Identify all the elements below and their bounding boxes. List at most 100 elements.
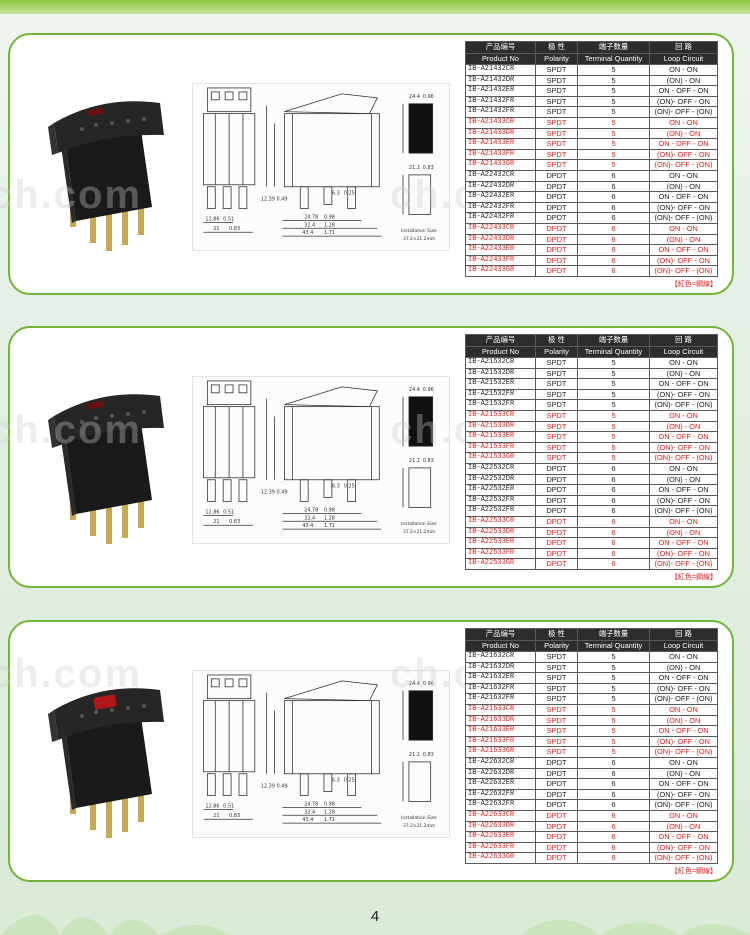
svg-text:0.98: 0.98 (324, 214, 335, 220)
terminal-cell: 6 (577, 799, 650, 811)
table-row: IB-A21632FR SPDT 5 (ON)- OFF - ON (465, 682, 718, 695)
polarity-cell: DPDT (535, 254, 578, 267)
terminal-cell: 5 (577, 420, 650, 433)
loop-cell: (ON)- OFF - ON (649, 788, 718, 801)
loop-cell: (ON)- OFF - ON (649, 682, 718, 695)
svg-text:21.2: 21.2 (409, 458, 420, 464)
loop-cell: (ON) - ON (649, 820, 718, 833)
header-product-cn: 产品编号 (465, 334, 536, 347)
svg-text:12.86: 12.86 (205, 509, 219, 515)
table-row: IB-A22532CR DPDT 6 ON - ON (465, 462, 718, 475)
svg-text:24.4: 24.4 (409, 681, 420, 687)
table-row: IB-A22433GR DPDT 6 (ON)- OFF - (ON) (465, 265, 718, 277)
loop-cell: (ON)- OFF - (ON) (649, 799, 718, 811)
header-loop-cn: 回 路 (649, 334, 718, 347)
polarity-cell: SPDT (535, 672, 578, 684)
product-no-cell: IB-A21532FR (465, 399, 536, 411)
svg-text:1.71: 1.71 (324, 230, 335, 236)
loop-cell: (ON) - ON (649, 661, 718, 674)
terminal-cell: 6 (577, 222, 650, 235)
table-row: IB-A21433DR SPDT 5 (ON) - ON (465, 127, 718, 140)
terminal-cell: 5 (577, 95, 650, 108)
product-no-cell: IB-A21632DR (465, 661, 536, 674)
polarity-cell: SPDT (535, 159, 578, 171)
loop-cell: (ON) - ON (649, 180, 718, 193)
table-row: IB-A21633ER SPDT 5 ON - OFF - ON (465, 725, 718, 737)
polarity-cell: SPDT (535, 74, 578, 87)
terminal-cell: 6 (577, 756, 650, 769)
svg-text:43.4: 43.4 (302, 523, 313, 529)
polarity-cell: DPDT (535, 809, 578, 822)
table-row: IB-A21633FR SPDT 5 (ON)- OFF - ON (465, 735, 718, 748)
loop-cell: (ON)- OFF - ON (649, 95, 718, 108)
svg-text:1.28: 1.28 (324, 809, 335, 815)
polarity-cell: SPDT (535, 357, 578, 369)
polarity-cell: SPDT (535, 725, 578, 737)
table-row: IB-A22632CR DPDT 6 ON - ON (465, 756, 718, 769)
product-no-cell: IB-A22533DR (465, 526, 536, 539)
table-row: IB-A22632FR DPDT 6 (ON)- OFF - ON (465, 788, 718, 801)
product-no-cell: IB-A21433GR (465, 159, 536, 171)
loop-cell: ON - OFF - ON (649, 244, 718, 256)
table-row: IB-A22532DR DPDT 6 (ON) - ON (465, 473, 718, 486)
polarity-cell: DPDT (535, 244, 578, 256)
loop-cell: ON - OFF - ON (649, 85, 718, 97)
header-loop-en: Loop Circuit (649, 52, 718, 65)
terminal-cell: 6 (577, 462, 650, 475)
svg-text:12.86: 12.86 (205, 216, 219, 222)
svg-text:32.4: 32.4 (304, 515, 315, 521)
rocker-switch-image (48, 688, 164, 838)
terminal-cell: 6 (577, 841, 650, 854)
table-row: IB-A21533DR SPDT 5 (ON) - ON (465, 420, 718, 433)
red-note: 【紅色=鋼線】 (670, 281, 717, 288)
product-no-cell: IB-A21633DR (465, 714, 536, 727)
product-no-cell: IB-A21433DR (465, 127, 536, 140)
product-no-cell: IB-A22432ER (465, 191, 536, 203)
terminal-cell: 6 (577, 778, 650, 790)
terminal-cell: 6 (577, 484, 650, 496)
header-row-cn: 产品编号 极 性 端子数量 回 路 (465, 334, 718, 347)
product-no-cell: IB-A21633FR (465, 735, 536, 748)
terminal-cell: 5 (577, 735, 650, 748)
loop-cell: (ON)- OFF - (ON) (649, 852, 718, 864)
loop-cell: ON - ON (649, 462, 718, 475)
loop-cell: ON - OFF - ON (649, 138, 718, 150)
terminal-cell: 6 (577, 169, 650, 182)
polarity-cell: SPDT (535, 714, 578, 727)
table-row: IB-A22633CR DPDT 6 ON - ON (465, 809, 718, 822)
loop-cell: (ON)- OFF - (ON) (649, 265, 718, 277)
table-row: IB-A22432DR DPDT 6 (ON) - ON (465, 180, 718, 193)
terminal-cell: 5 (577, 357, 650, 369)
product-no-cell: IB-A21532FR (465, 388, 536, 401)
spec-table: 产品编号 极 性 端子数量 回 路 Product No Polarity Te… (465, 41, 718, 277)
table-row: IB-A21533GR SPDT 5 (ON)- OFF - (ON) (465, 452, 718, 464)
table-row: IB-A21633CR SPDT 5 ON - ON (465, 703, 718, 716)
terminal-cell: 5 (577, 367, 650, 380)
header-terminal-en: Terminal Quantity (577, 345, 650, 358)
svg-text:6.3: 6.3 (332, 778, 340, 784)
loop-cell: (ON)- OFF - (ON) (649, 558, 718, 570)
terminal-cell: 5 (577, 64, 650, 76)
svg-text:1.71: 1.71 (324, 817, 335, 823)
polarity-cell: DPDT (535, 767, 578, 780)
polarity-cell: SPDT (535, 138, 578, 150)
header-terminal-cn: 端子数量 (577, 628, 650, 641)
table-row: IB-A22533FR DPDT 6 (ON)- OFF - ON (465, 547, 718, 560)
table-row: IB-A22633DR DPDT 6 (ON) - ON (465, 820, 718, 833)
red-note: 【紅色=鋼線】 (670, 574, 717, 581)
svg-text:0.83: 0.83 (229, 813, 240, 819)
table-row: IB-A21633DR SPDT 5 (ON) - ON (465, 714, 718, 727)
table-row: IB-A21433FR SPDT 5 (ON)- OFF - ON (465, 148, 718, 161)
terminal-cell: 6 (577, 809, 650, 822)
svg-text:43.4: 43.4 (302, 817, 313, 823)
terminal-cell: 5 (577, 714, 650, 727)
table-row: IB-A22533DR DPDT 6 (ON) - ON (465, 526, 718, 539)
table-row: IB-A21432FR SPDT 5 (ON)- OFF - (ON) (465, 106, 718, 118)
installation-size-label: Installation Size: (401, 815, 438, 821)
polarity-cell: SPDT (535, 431, 578, 443)
table-row: IB-A21432CR SPDT 5 ON - ON (465, 64, 718, 76)
polarity-cell: SPDT (535, 693, 578, 705)
svg-text:0.49: 0.49 (277, 784, 288, 790)
